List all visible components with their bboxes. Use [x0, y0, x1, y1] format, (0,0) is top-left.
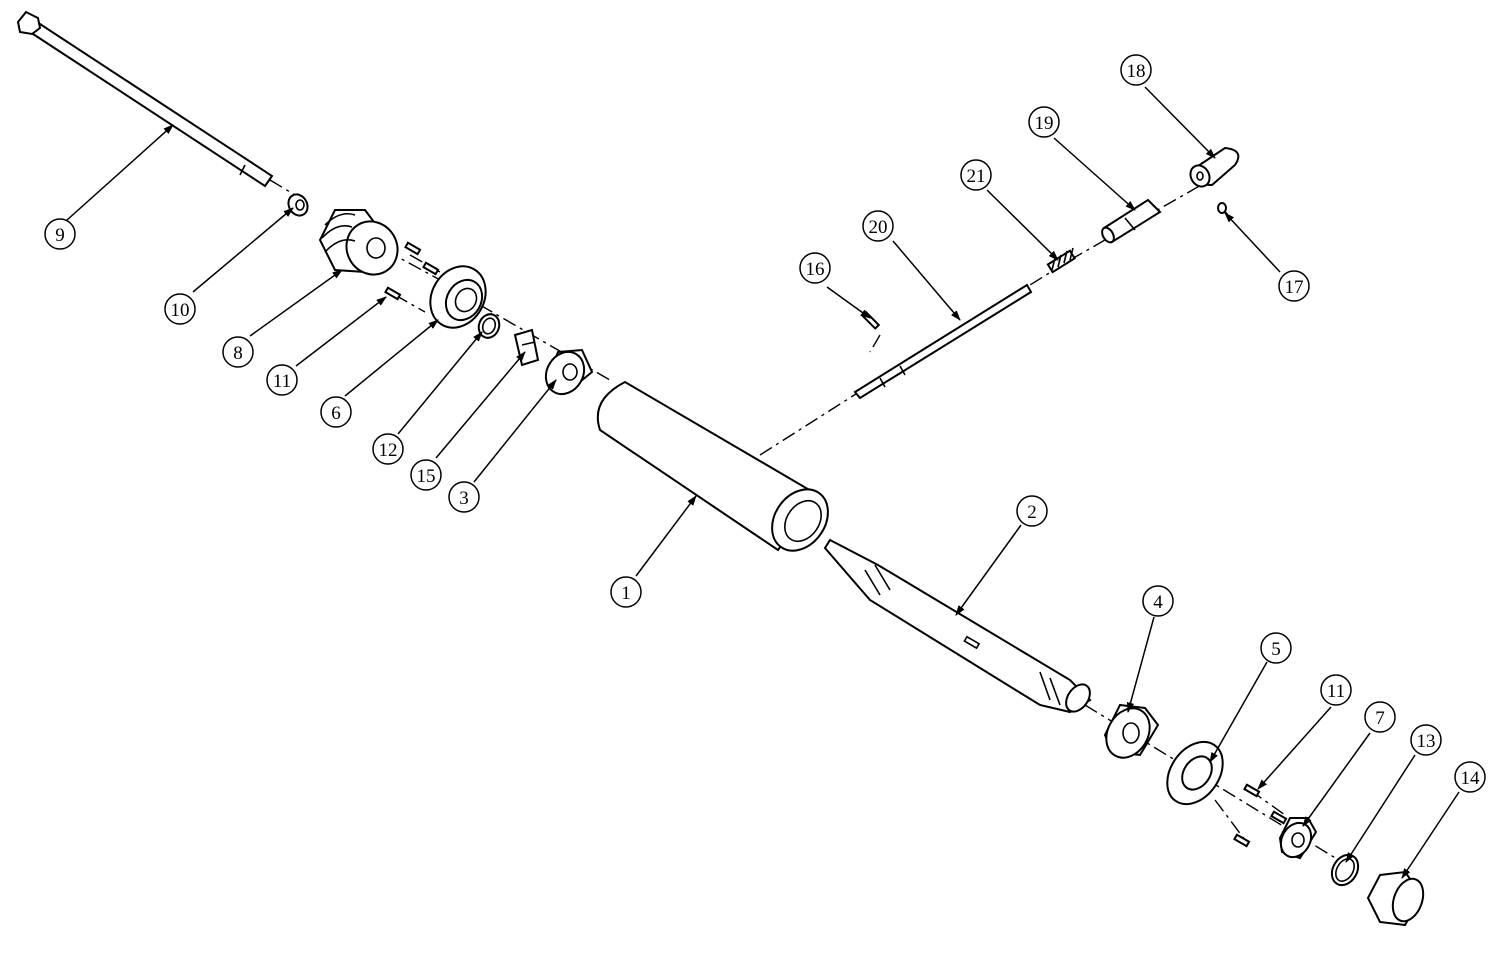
- callout-11-lower: 11: [1320, 674, 1352, 706]
- callout-label-9: 9: [55, 225, 65, 246]
- part-2-shaft: [823, 538, 1092, 714]
- callout-10: 10: [164, 293, 196, 325]
- callout-12: 12: [372, 433, 404, 465]
- callout-label-15: 15: [417, 466, 436, 487]
- callout-label-7: 7: [1375, 708, 1385, 729]
- leader-lines: [66, 86, 1460, 879]
- callout-bubbles: 1 2 3 4 5 6 7 8 9 10 11 11 12 13 14 15 1…: [44, 54, 1486, 793]
- callout-1: 1: [610, 576, 642, 608]
- part-18-knob: [1189, 146, 1240, 188]
- part-21-spring: [1046, 247, 1077, 274]
- part-6-flange: [429, 265, 487, 329]
- callout-7: 7: [1364, 701, 1396, 733]
- callout-16: 16: [799, 252, 831, 284]
- callout-label-6: 6: [331, 403, 341, 424]
- callout-label-11-lower: 11: [1327, 681, 1345, 702]
- callout-label-8: 8: [233, 343, 243, 364]
- callout-label-21: 21: [967, 166, 986, 187]
- callout-13: 13: [1410, 724, 1442, 756]
- callout-label-13: 13: [1417, 731, 1436, 752]
- part-9-rod: [16, 10, 274, 188]
- callout-8: 8: [222, 336, 254, 368]
- callout-label-5: 5: [1271, 639, 1281, 660]
- part-12-ring: [477, 313, 501, 339]
- callout-label-10: 10: [171, 300, 190, 321]
- callout-label-11-upper: 11: [273, 371, 291, 392]
- callout-18: 18: [1120, 54, 1152, 86]
- callout-14: 14: [1454, 761, 1486, 793]
- screws-lower: [1233, 783, 1288, 848]
- part-8-pulley: [318, 209, 399, 276]
- part-20-push-rod: [853, 283, 1033, 400]
- callout-label-17: 17: [1285, 277, 1304, 298]
- callout-label-3: 3: [459, 488, 469, 509]
- screws-upper: [384, 241, 440, 301]
- callout-11-upper: 11: [266, 364, 298, 396]
- part-7-bearing: [1278, 817, 1318, 860]
- part-3-collar: [544, 348, 594, 396]
- callout-4: 4: [1142, 585, 1174, 617]
- callout-label-18: 18: [1127, 61, 1146, 82]
- callout-17: 17: [1278, 270, 1310, 302]
- callout-label-19: 19: [1035, 113, 1054, 134]
- part-1-tube: [596, 380, 829, 552]
- part-4-washer: [1103, 703, 1160, 759]
- part-14-cap: [1366, 870, 1425, 927]
- part-10-nut: [287, 193, 309, 217]
- callout-label-1: 1: [621, 583, 631, 604]
- part-5-flange-plate: [1166, 740, 1224, 806]
- part-19-sleeve: [1101, 198, 1162, 244]
- callout-label-20: 20: [869, 217, 888, 238]
- part-17-screw: [1217, 202, 1227, 214]
- callout-label-14: 14: [1461, 768, 1481, 789]
- callout-6: 6: [320, 396, 352, 428]
- callout-19: 19: [1028, 106, 1060, 138]
- callout-5: 5: [1260, 632, 1292, 664]
- callout-20: 20: [862, 210, 894, 242]
- callout-label-12: 12: [379, 440, 398, 461]
- callout-9: 9: [44, 218, 76, 250]
- callout-3: 3: [448, 481, 480, 513]
- callout-label-4: 4: [1153, 592, 1163, 613]
- callout-label-2: 2: [1027, 502, 1037, 523]
- callout-2: 2: [1016, 495, 1048, 527]
- callout-label-16: 16: [806, 259, 825, 280]
- callout-15: 15: [410, 459, 442, 491]
- callout-21: 21: [960, 159, 992, 191]
